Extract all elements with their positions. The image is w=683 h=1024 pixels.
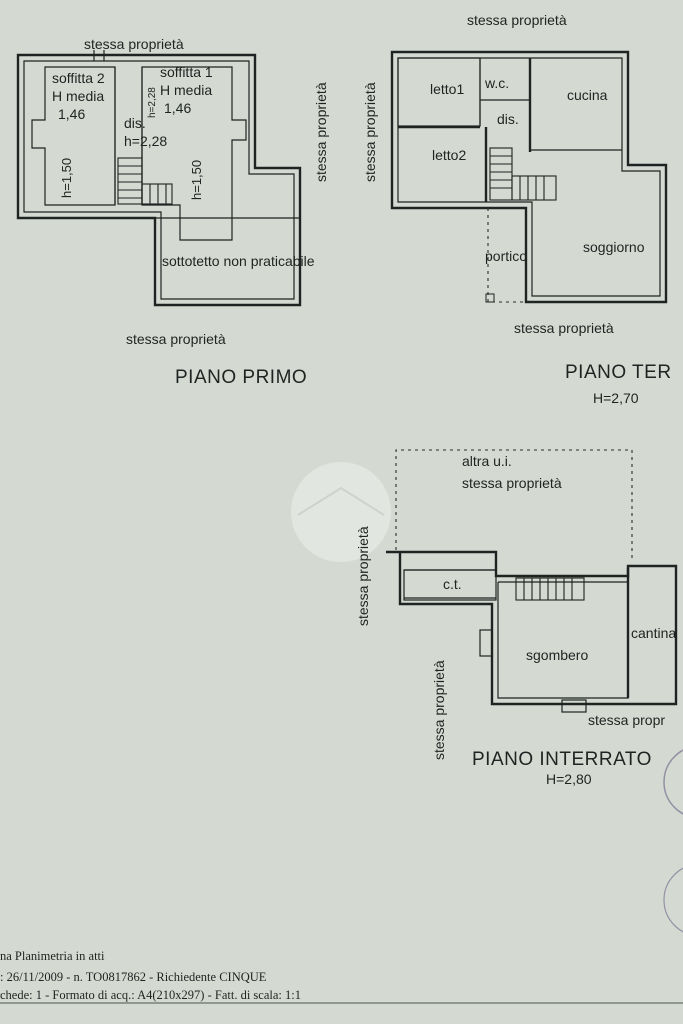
piano-interrato-adjacent-left-lower: stessa proprietà [431,660,447,760]
piano-primo-outer-wall [16,53,302,307]
piano-terra-adjacent-top: stessa proprietà [467,12,567,28]
piano-primo-stair [117,157,173,205]
dis-height-primo: h=2,28 [124,133,167,149]
room-dis-terra: dis. [497,111,519,127]
room-letto1: letto1 [430,81,464,97]
room-letto2: letto2 [432,147,466,163]
piano-primo-adjacent-bottom: stessa proprietà [126,331,226,347]
soffitta1-h-value: 1,46 [164,100,191,116]
room-cantina: cantina [631,625,676,641]
piano-primo-plan [16,50,302,307]
footer-line2: : 26/11/2009 - n. TO0817862 - Richiedent… [0,970,267,984]
piano-primo-adjacent-right: stessa proprietà [313,82,329,182]
altra-ui-line1: altra u.i. [462,453,512,469]
piano-terra-title: PIANO TER [565,362,672,383]
sottotetto-label: sottotetto non praticabile [162,253,315,269]
room-soggiorno: soggiorno [583,239,645,255]
piano-terra-adjacent-bottom: stessa proprietà [514,320,614,336]
piano-interrato-title: PIANO INTERRATO [472,749,652,770]
altra-ui-outline [395,449,633,560]
small-height-right: h=1,50 [189,160,204,200]
piano-terra-stair [489,147,557,201]
footer-line3: chede: 1 - Formato di acq.: A4(210x297) … [0,988,301,1002]
piano-terra-plan [390,50,668,304]
ct-room [403,569,497,601]
altra-ui-line2: stessa proprietà [462,475,562,491]
piano-interrato-height: H=2,80 [546,771,592,787]
soffitta1-outline [141,66,247,241]
piano-terra-adjacent-left: stessa proprietà [362,82,378,182]
soffitta2-h-value: 1,46 [58,106,85,122]
stamp-seal [663,749,683,933]
piano-interrato-outer-wall [386,550,678,706]
piano-terra-height: H=2,70 [593,390,639,406]
piano-primo-adjacent-top: stessa proprietà [84,36,184,52]
piano-interrato-stair [515,577,585,601]
soffitta2-name: soffitta 2 [52,70,105,86]
piano-interrato-adjacent-right: stessa propr [588,712,665,728]
room-cucina: cucina [567,87,608,103]
piano-terra-outer-wall [390,50,668,304]
piano-interrato-plan [386,449,678,713]
watermark-logo [291,462,391,562]
piano-primo-title: PIANO PRIMO [175,367,307,388]
room-sgombero: sgombero [526,647,588,663]
room-portico: portico [485,248,527,264]
room-ct: c.t. [443,576,462,592]
piano-interrato-adjacent-left-upper: stessa proprietà [355,526,371,626]
soffitta1-h-label: H media [160,82,212,98]
soffitta2-h-label: H media [52,88,104,104]
room-wc: w.c. [484,75,509,91]
dis-name-primo: dis. [124,115,146,131]
small-height-left: h=1,50 [59,158,74,198]
soffitta1-name: soffitta 1 [160,64,213,80]
footer-line1: na Planimetria in atti [0,949,105,963]
small-height-mid: h=2,28 [147,87,158,118]
